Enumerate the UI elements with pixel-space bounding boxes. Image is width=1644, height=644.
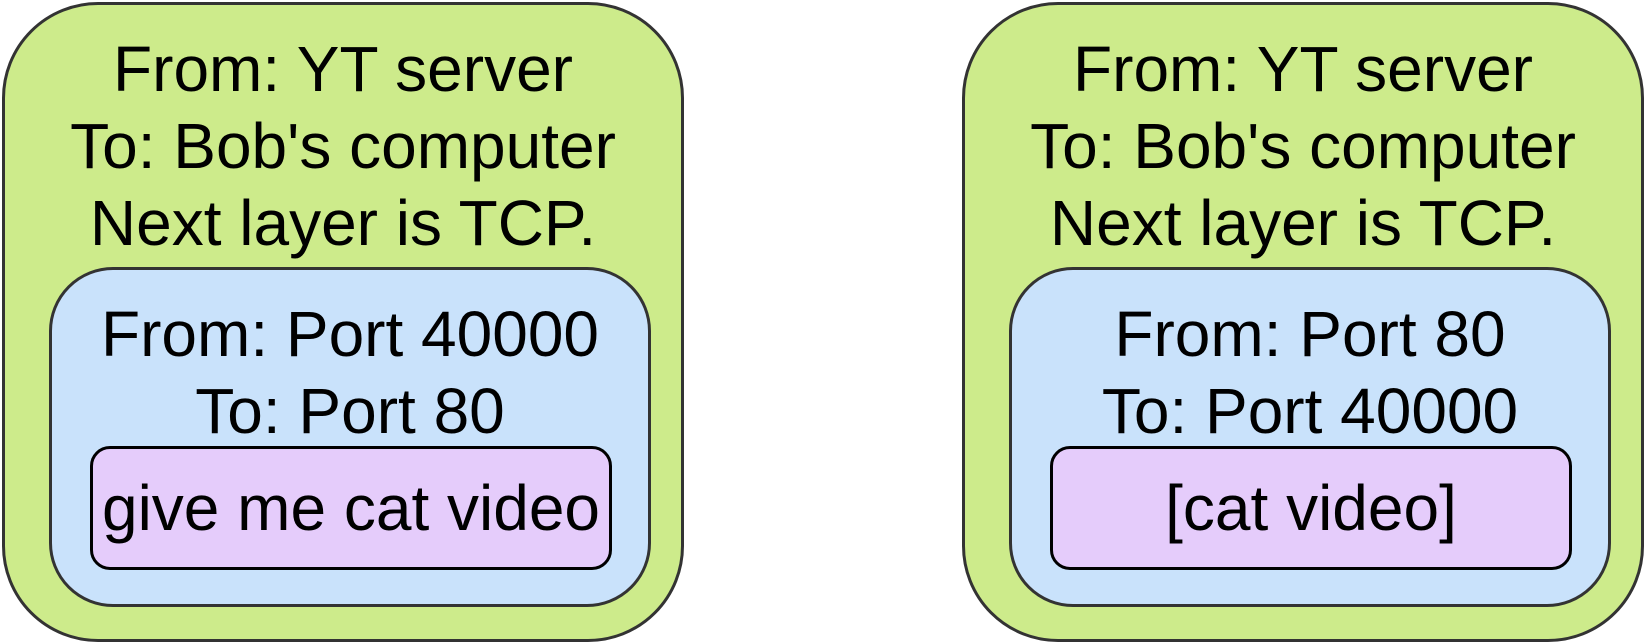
ip-next-layer-label: Next layer is TCP. <box>1049 187 1557 259</box>
packet-right: From: YT server To: Bob's computer Next … <box>962 2 1644 642</box>
payload-left: give me cat video <box>90 446 612 570</box>
tcp-segment-left: From: Port 40000 To: Port 80 give me cat… <box>49 267 651 607</box>
tcp-header-right: From: Port 80 To: Port 40000 <box>1012 296 1608 450</box>
tcp-header-left: From: Port 40000 To: Port 80 <box>52 296 648 450</box>
payload-right: [cat video] <box>1050 446 1572 570</box>
tcp-from-label: From: Port 40000 <box>101 298 599 370</box>
tcp-to-label: To: Port 40000 <box>1101 375 1519 447</box>
ip-header-right: From: YT server To: Bob's computer Next … <box>965 31 1641 262</box>
ip-from-label: From: YT server <box>1073 33 1533 105</box>
ip-header-left: From: YT server To: Bob's computer Next … <box>5 31 681 262</box>
ip-next-layer-label: Next layer is TCP. <box>89 187 597 259</box>
tcp-to-label: To: Port 80 <box>195 375 505 447</box>
tcp-from-label: From: Port 80 <box>1114 298 1506 370</box>
tcp-segment-right: From: Port 80 To: Port 40000 [cat video] <box>1009 267 1611 607</box>
ip-to-label: To: Bob's computer <box>70 110 616 182</box>
ip-from-label: From: YT server <box>113 33 573 105</box>
packet-left: From: YT server To: Bob's computer Next … <box>2 2 684 642</box>
ip-to-label: To: Bob's computer <box>1030 110 1576 182</box>
